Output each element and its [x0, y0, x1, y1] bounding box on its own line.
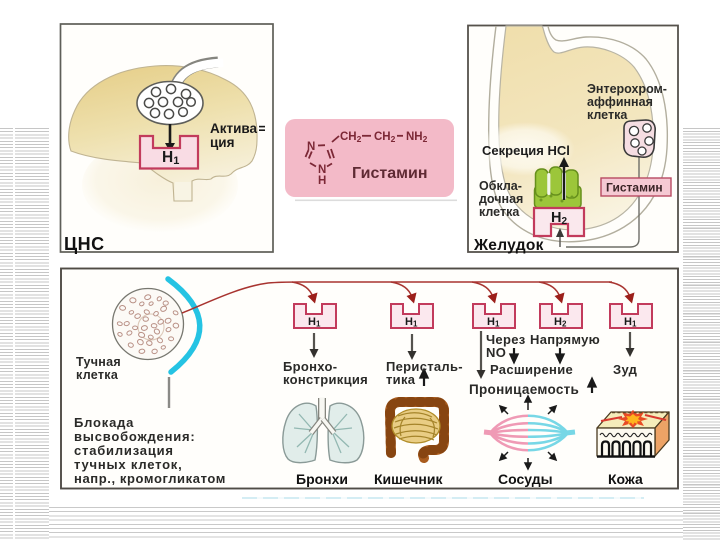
svg-text:H1: H1: [487, 316, 500, 329]
svg-text:тучных клеток,: тучных клеток,: [74, 457, 183, 472]
svg-text:H1: H1: [624, 316, 637, 329]
svg-text:клетка: клетка: [76, 368, 119, 382]
svg-text:NO: NO: [486, 345, 506, 360]
svg-text:H2: H2: [554, 316, 567, 329]
svg-text:N: N: [318, 164, 326, 176]
svg-text:Секреция HCl: Секреция HCl: [482, 143, 570, 158]
svg-text:H1: H1: [308, 316, 321, 329]
svg-text:клетка: клетка: [479, 205, 520, 219]
svg-text:Желудок: Желудок: [473, 237, 544, 254]
svg-text:N: N: [307, 141, 315, 153]
svg-text:Перисталь-: Перисталь-: [386, 359, 463, 374]
svg-text:Гистамин: Гистамин: [606, 181, 663, 195]
svg-text:Бронхи: Бронхи: [296, 471, 348, 487]
svg-text:CH2: CH2: [374, 131, 396, 144]
svg-text:Бронхо-: Бронхо-: [283, 359, 337, 374]
svg-text:аффинная: аффинная: [587, 95, 653, 109]
svg-text:стабилизация: стабилизация: [74, 443, 174, 458]
svg-text:Кожа: Кожа: [608, 471, 643, 487]
svg-text:NH2: NH2: [406, 131, 428, 144]
svg-text:Актива: Актива: [210, 121, 258, 136]
svg-text:Блокада: Блокада: [74, 415, 134, 430]
svg-text:ция: ция: [210, 135, 234, 150]
svg-text:Напрямую: Напрямую: [530, 332, 600, 347]
svg-text:дочная: дочная: [479, 192, 523, 206]
svg-text:Кишечник: Кишечник: [374, 471, 443, 487]
svg-text:H1: H1: [405, 316, 418, 329]
svg-text:констрикция: констрикция: [283, 372, 368, 387]
svg-text:Расширение: Расширение: [490, 362, 573, 377]
svg-text:Через: Через: [486, 332, 526, 347]
svg-text:напр., кромогликатом: напр., кромогликатом: [74, 471, 226, 486]
svg-text:H: H: [318, 175, 326, 187]
svg-text:тика: тика: [386, 372, 416, 387]
svg-text:Тучная: Тучная: [76, 355, 121, 369]
svg-text:CH2: CH2: [340, 131, 362, 144]
svg-text:клетка: клетка: [587, 108, 628, 122]
svg-text:Зуд: Зуд: [613, 362, 638, 377]
svg-text:Проницаемость: Проницаемость: [469, 382, 579, 397]
svg-text:Энтерохром-: Энтерохром-: [587, 82, 667, 96]
svg-text:ЦНС: ЦНС: [64, 234, 105, 254]
svg-text:Сосуды: Сосуды: [498, 471, 553, 487]
svg-text:высвобождения:: высвобождения:: [74, 429, 196, 444]
svg-text:Обкла-: Обкла-: [479, 179, 522, 193]
svg-text:Гистамин: Гистамин: [352, 165, 427, 182]
